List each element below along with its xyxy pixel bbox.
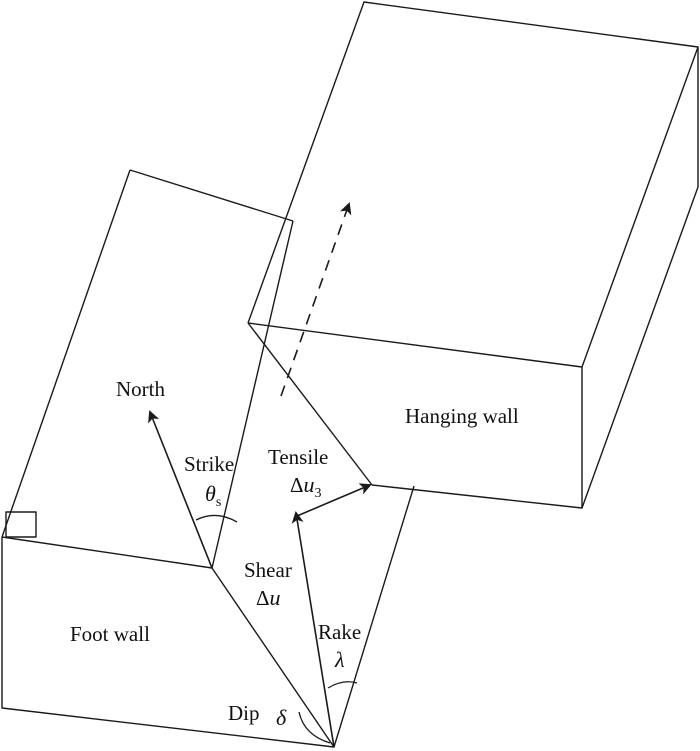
strike-arc [195,514,238,523]
rake-arc [327,681,358,689]
right-angle-marker [5,511,37,538]
shear-symbol: Δu [256,585,281,610]
dip-arc [298,711,331,744]
tensile-label: Tensile [268,445,328,469]
foot-wall-top-face [129,169,294,222]
fault-plane [333,485,415,748]
fault-trace-upper [211,220,294,569]
hanging-wall-top-face [247,1,699,368]
dip-label: Dip [228,701,260,725]
fault-plane-dip-edge [333,485,415,748]
hanging-wall-label: Hanging wall [405,404,519,428]
hanging-wall-front-edge [371,367,583,509]
hanging-wall-fault-edge [247,322,373,486]
slip-projection-dashed-arrow [280,202,352,397]
angle-arcs [195,514,358,744]
foot-wall-label: Foot wall [70,622,150,646]
vectors [148,202,372,748]
labels: Hanging wall Foot wall North Strike θs T… [70,377,519,730]
foot-wall-back-edge [1,169,131,538]
strike-label: Strike [184,452,234,476]
shear-arrow [291,511,335,748]
tensile-arrow [296,483,372,517]
north-arrow [148,410,213,569]
dip-symbol: δ [276,705,287,730]
north-label: North [116,377,165,401]
strike-symbol: θs [205,481,221,510]
rake-label: Rake [318,620,361,644]
hanging-wall-right-edge [581,47,699,509]
shear-label: Shear [244,558,292,582]
hanging-wall-block [247,1,699,509]
tensile-symbol: Δu3 [290,472,322,501]
rake-symbol: λ [334,647,345,672]
